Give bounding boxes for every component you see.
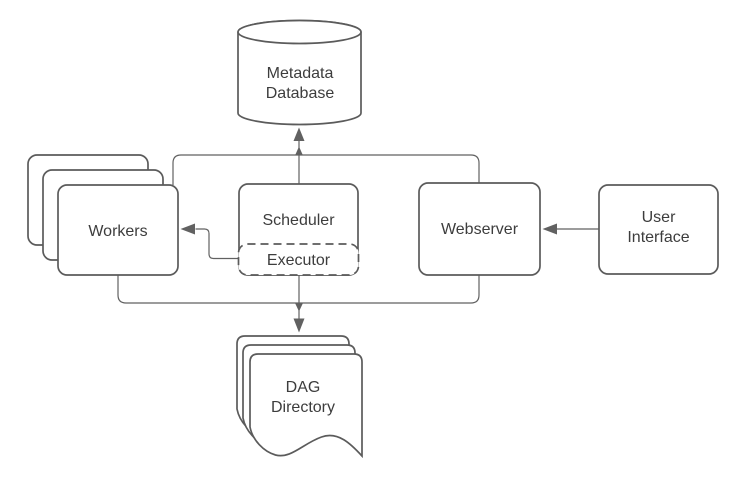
workers-node: Workers bbox=[27, 154, 179, 276]
webserver-node: Webserver bbox=[418, 182, 541, 276]
user-interface-label-line2: Interface bbox=[627, 229, 689, 246]
edge-scheduler-to-metadata-db bbox=[293, 127, 305, 184]
top-bus-line bbox=[172, 154, 480, 185]
metadata-database-node: Metadata Database bbox=[237, 19, 362, 126]
database-cylinder-top bbox=[237, 19, 362, 45]
scheduler-label: Scheduler bbox=[262, 212, 335, 229]
webserver-label: Webserver bbox=[441, 221, 519, 238]
webserver-box bbox=[418, 182, 541, 276]
edge-top-bus bbox=[172, 146, 480, 185]
dag-directory-label-line2: Directory bbox=[271, 399, 335, 416]
scheduler-node: Scheduler Executor bbox=[237, 183, 360, 276]
executor-label: Executor bbox=[267, 252, 331, 269]
arrowhead-dag-directory bbox=[293, 318, 305, 333]
user-interface-node: User Interface bbox=[598, 184, 719, 275]
metadata-db-label-line2: Database bbox=[266, 85, 335, 102]
edge-user-interface-to-webserver bbox=[542, 223, 599, 235]
edge-executor-to-dag-directory bbox=[293, 275, 305, 333]
executor-workers-line bbox=[195, 228, 238, 260]
user-interface-box bbox=[598, 184, 719, 275]
workers-label: Workers bbox=[88, 223, 147, 240]
metadata-db-label-line1: Metadata bbox=[267, 65, 334, 82]
workers-box bbox=[57, 184, 179, 276]
user-interface-label-line1: User bbox=[642, 209, 676, 226]
dag-directory-label-line1: DAG bbox=[286, 379, 321, 396]
edge-executor-to-workers bbox=[180, 223, 238, 260]
arrowhead-workers bbox=[180, 223, 195, 235]
arrowhead-webserver bbox=[542, 223, 557, 235]
arrowhead-metadata-db bbox=[293, 127, 305, 141]
dag-directory-node: DAG Directory bbox=[236, 335, 363, 457]
executor-box bbox=[237, 243, 360, 276]
